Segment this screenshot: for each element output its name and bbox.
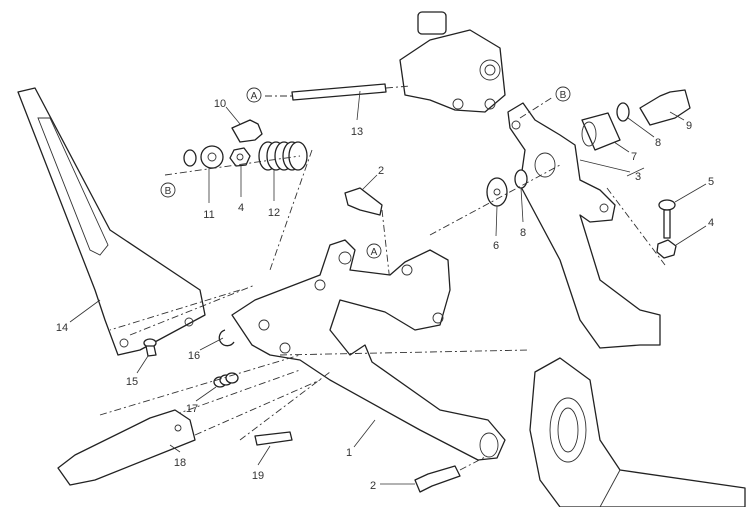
callout-17: 17 bbox=[186, 403, 198, 415]
callout-14: 14 bbox=[56, 322, 68, 334]
callout-8-lower: 8 bbox=[520, 227, 526, 239]
washer-6-part bbox=[486, 177, 508, 207]
callout-19: 19 bbox=[252, 470, 264, 482]
callout-13: 13 bbox=[351, 126, 363, 138]
callout-8-upper: 8 bbox=[655, 137, 661, 149]
leader-lines bbox=[69, 90, 707, 485]
bolt-10-part bbox=[231, 119, 263, 143]
callout-6: 6 bbox=[493, 240, 499, 252]
nut-4-part bbox=[229, 147, 251, 167]
svg-text:A: A bbox=[251, 91, 258, 102]
reference-marker-a-center: A bbox=[366, 243, 382, 259]
reference-marker-b-left: B bbox=[160, 182, 176, 198]
bolt-9-part bbox=[639, 89, 691, 126]
callout-2-upper: 2 bbox=[378, 165, 384, 177]
screw-15-part bbox=[143, 338, 157, 357]
callout-16: 16 bbox=[188, 350, 200, 362]
frame-plate-part bbox=[529, 357, 746, 507]
callout-4-right: 4 bbox=[708, 217, 714, 229]
svg-text:B: B bbox=[560, 90, 567, 101]
brake-pedal-part bbox=[507, 102, 661, 349]
nut-4-right-part bbox=[656, 239, 677, 259]
callout-3: 3 bbox=[635, 171, 641, 183]
spring-17-part bbox=[213, 372, 239, 388]
reference-marker-b-right: B bbox=[555, 86, 571, 102]
callout-7: 7 bbox=[631, 151, 637, 163]
callout-15: 15 bbox=[126, 376, 138, 388]
svg-text:A: A bbox=[371, 247, 378, 258]
callout-9: 9 bbox=[686, 120, 692, 132]
washer-8-lower-part bbox=[514, 169, 528, 189]
washer-11-part bbox=[183, 145, 224, 169]
callout-10: 10 bbox=[214, 98, 226, 110]
bolt-2-lower-part bbox=[414, 465, 461, 493]
washer-8-upper-part bbox=[616, 102, 630, 122]
callout-1: 1 bbox=[346, 447, 352, 459]
footpeg-part bbox=[57, 409, 196, 486]
callout-5: 5 bbox=[708, 176, 714, 188]
callout-18: 18 bbox=[174, 457, 186, 469]
spring-12-part bbox=[258, 141, 308, 171]
svg-text:B: B bbox=[165, 186, 172, 197]
heel-guard-part bbox=[17, 87, 206, 356]
callout-12: 12 bbox=[268, 207, 280, 219]
bolt-2-upper-part bbox=[344, 187, 383, 216]
pushrod-part bbox=[265, 83, 411, 101]
bushing-7-part bbox=[581, 112, 621, 151]
clip-16-part bbox=[218, 329, 235, 347]
reference-marker-a-top: A bbox=[246, 87, 262, 103]
callout-2-lower: 2 bbox=[370, 480, 376, 492]
footpeg-bracket-part bbox=[231, 239, 506, 461]
pin-19-part bbox=[254, 431, 293, 446]
callout-11: 11 bbox=[203, 209, 214, 221]
bolt-5-part bbox=[658, 199, 676, 239]
callout-4-left: 4 bbox=[238, 202, 244, 214]
brake-master-cylinder-part bbox=[399, 11, 506, 113]
